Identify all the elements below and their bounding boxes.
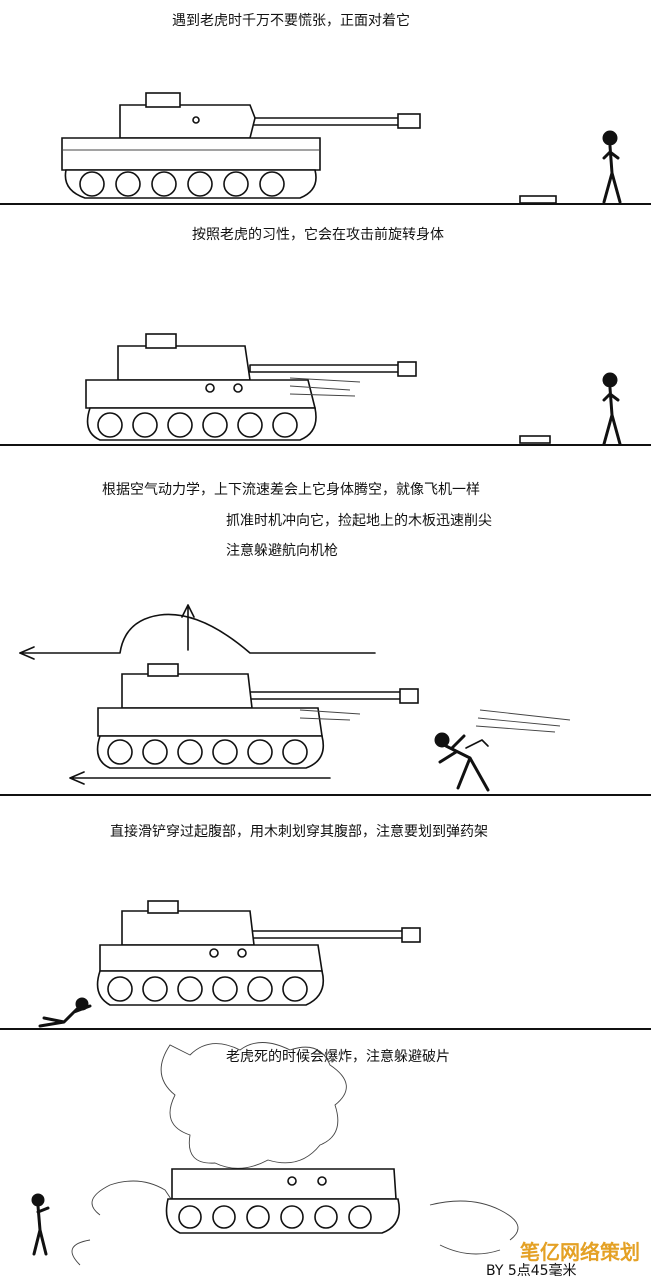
tiger-tank-2 [85,333,417,441]
airflow-diagram [19,604,376,660]
stick-figure-running [434,732,490,792]
panel-5-caption: 老虎死的时候会爆炸，注意躲避破片 [226,1049,450,1065]
wood-plank [519,195,557,204]
panel-1-caption: 遇到老虎时千万不要慌张，正面对着它 [172,13,410,29]
tiger-tank-4 [96,900,421,1006]
wood-plank-2 [519,435,551,444]
panel-4-caption: 直接滑铲穿过起腹部，用木刺划穿其腹部，注意要划到弹药架 [110,824,488,840]
stick-figure-standing-2 [602,372,622,446]
panel-3-caption-line3: 注意躲避航向机枪 [226,543,338,559]
explosion-cloud [71,1042,519,1266]
stick-figure-standing [602,130,622,204]
panel-3-caption-line2: 抓准时机冲向它，捡起地上的木板迅速削尖 [226,513,492,529]
tiger-tank-1 [61,92,421,199]
stick-figure-sliding [38,997,92,1028]
ground-line-4 [0,1028,651,1030]
ground-line-3 [0,794,651,796]
panel-3-caption-line1: 根据空气动力学，上下流速差会上它身体腾空，就像飞机一样 [102,482,480,498]
ground-line-2 [0,444,651,446]
stick-figure-fleeing [31,1193,50,1256]
panel-2-caption: 按照老虎的习性，它会在攻击前旋转身体 [192,227,444,243]
tiger-tank-5-exploding [165,1168,401,1234]
author-credit: BY 5点45毫米 [486,1263,577,1279]
site-watermark: 笔亿网络策划 [520,1240,640,1264]
tiger-tank-3 [69,663,571,785]
ground-line-1 [0,203,651,205]
